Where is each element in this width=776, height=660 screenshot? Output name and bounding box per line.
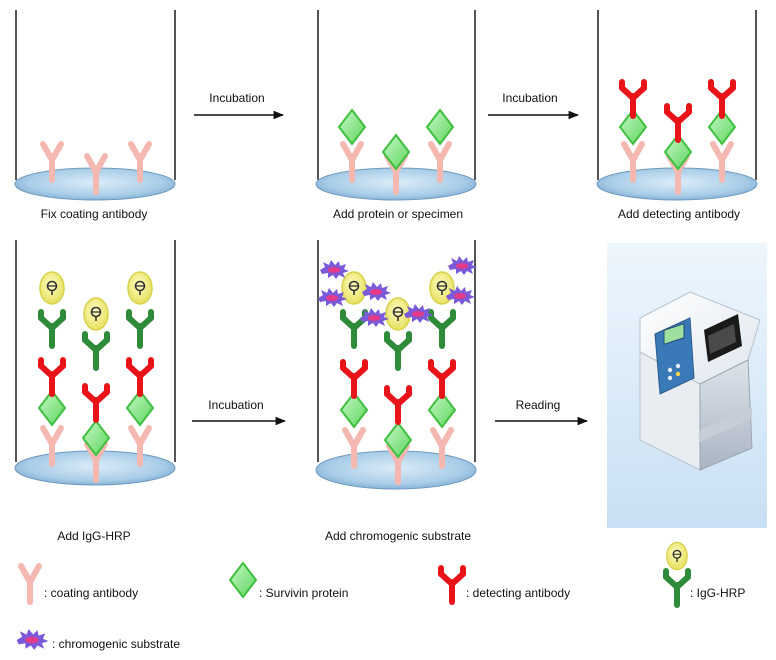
survivin-protein-icon	[382, 134, 410, 170]
hrp-enzyme-icon	[83, 297, 109, 331]
arrow-label-reading: Reading	[515, 398, 561, 412]
detecting-antibody-icon	[85, 386, 107, 420]
legend-survivin-label: : Survivin protein	[259, 586, 349, 600]
chromogenic-substrate-icon	[320, 260, 349, 279]
well-step1	[14, 10, 176, 201]
step2-caption: Add protein or specimen	[332, 207, 464, 221]
well-step4	[14, 240, 176, 486]
chromogenic-substrate-icon	[448, 256, 477, 275]
arrow-label-incubation-2: Incubation	[502, 91, 558, 105]
detecting-antibody-icon	[343, 362, 365, 396]
detecting-antibody-icon	[622, 82, 644, 116]
detecting-antibody-icon	[41, 360, 63, 394]
legend-detecting-antibody-icon	[441, 568, 463, 602]
detecting-antibody-icon	[431, 362, 453, 396]
detecting-antibody-icon	[667, 106, 689, 140]
detecting-antibody-icon	[711, 82, 733, 116]
legend-substrate-label: : chromogenic substrate	[52, 637, 181, 651]
step1-caption: Fix coating antibody	[40, 207, 148, 221]
well-step5	[315, 240, 477, 490]
chromogenic-substrate-icon	[360, 308, 389, 327]
chromogenic-substrate-icon	[446, 286, 475, 305]
legend-coating-label: : coating antibody	[44, 586, 139, 600]
legend-coating-antibody-icon	[21, 566, 39, 602]
igg-hrp-icon	[85, 334, 107, 368]
microplate-reader-icon	[607, 243, 767, 528]
arrow-label-incubation-3: Incubation	[208, 398, 264, 412]
legend-detecting-label: : detecting antibody	[466, 586, 571, 600]
survivin-protein-icon	[338, 109, 366, 145]
igg-hrp-icon	[431, 312, 453, 346]
well-step3	[596, 10, 758, 201]
igg-hrp-icon	[387, 334, 409, 368]
legend-igg-hrp-icon	[666, 571, 688, 605]
legend-chromogenic-substrate-icon	[16, 629, 49, 650]
chromogenic-substrate-icon	[362, 282, 391, 301]
igg-hrp-icon	[41, 312, 63, 346]
igg-hrp-icon	[129, 312, 151, 346]
legend-igg-label: : IgG-HRP	[690, 586, 746, 600]
step4-caption: Add IgG-HRP	[57, 529, 131, 543]
hrp-enzyme-icon	[39, 271, 65, 305]
legend-survivin-protein-icon	[229, 562, 257, 598]
legend-hrp-enzyme-icon	[666, 541, 688, 571]
step5-caption: Add chromogenic substrate	[324, 529, 472, 543]
survivin-protein-icon	[426, 109, 454, 145]
step3-caption: Add detecting antibody	[617, 207, 741, 221]
arrow-label-incubation-1: Incubation	[209, 91, 265, 105]
well-step2	[315, 10, 477, 201]
detecting-antibody-icon	[387, 388, 409, 422]
detecting-antibody-icon	[129, 360, 151, 394]
hrp-enzyme-icon	[127, 271, 153, 305]
